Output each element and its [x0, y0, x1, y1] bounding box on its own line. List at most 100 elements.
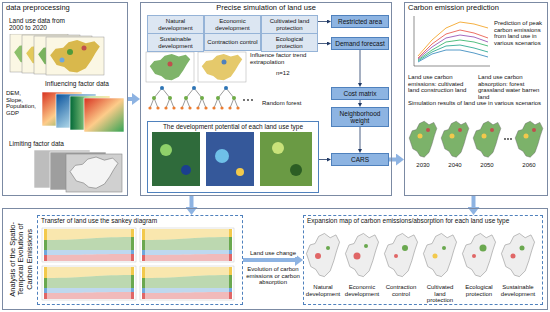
illustration-part [490, 128, 494, 132]
node-text: Economic development [206, 18, 259, 31]
illustration-part [67, 49, 73, 55]
label: Economic development [343, 284, 381, 297]
illustration-part [354, 253, 361, 260]
illustration-part [384, 233, 417, 276]
illustration-part [212, 86, 239, 110]
connector [472, 196, 476, 207]
illustration-part [418, 50, 488, 62]
illustration-part [418, 22, 488, 56]
label: Natural development [304, 284, 342, 297]
illustration-part [150, 54, 190, 80]
label: Contraction control [382, 284, 420, 297]
node-text: Ecological protection [263, 36, 316, 49]
illustration-part [480, 245, 487, 252]
illustration-part [462, 233, 495, 276]
scenario-cell: Economic development [204, 15, 261, 34]
node-text: Land use data from 2000 to 2020 [9, 17, 81, 31]
illustration-part [418, 134, 423, 139]
label: Land use carbon emissions: cultivated la… [408, 74, 474, 94]
scenario-cell: Cultivated land protection [261, 15, 318, 34]
illustration-part [511, 254, 516, 259]
label: 2040 [440, 162, 470, 169]
connector [360, 50, 361, 83]
result-box: The development potential of each land u… [147, 121, 319, 193]
illustration-part [46, 37, 104, 75]
label: Simulation results of land use in variou… [408, 100, 546, 107]
label: Sustainable development [499, 284, 537, 297]
scenario-cell: Natural development [147, 15, 204, 34]
illustration-part [520, 246, 525, 251]
illustration-part [515, 121, 543, 157]
illustration-part [414, 16, 490, 66]
label: 2030 [408, 162, 438, 169]
label: 2060 [514, 162, 544, 169]
illustration-part [426, 128, 430, 132]
panel-heading: Carbon emission prediction [405, 3, 547, 13]
connector [243, 258, 295, 262]
node-text: Demand forecast [335, 40, 385, 47]
illustration-part [202, 54, 242, 80]
illustration-part [364, 244, 368, 248]
illustration-part [501, 233, 534, 276]
illustration-part [198, 52, 246, 82]
illustration-part [418, 45, 488, 61]
process-box: Restricted area [331, 15, 389, 28]
illustration-part [472, 254, 476, 258]
illustration-part [450, 134, 455, 139]
label: 2050 [472, 162, 502, 169]
illustration-part [180, 86, 207, 110]
illustration-part [251, 99, 253, 101]
illustration-part [243, 99, 245, 101]
node-text: Expansion map of carbon emissions/absorp… [307, 217, 539, 224]
connector [128, 97, 132, 101]
illustration-part [260, 132, 312, 186]
illustration-part [482, 134, 487, 139]
connector [319, 159, 327, 160]
illustration-part [222, 60, 227, 65]
data-tag: Limiting factor data [7, 139, 87, 150]
illustration-part [42, 266, 136, 300]
label: Evolution of carbon emissions or carbon … [246, 266, 300, 286]
node-text: Cost matrix [344, 90, 377, 97]
illustration-part [418, 35, 488, 59]
illustration-part [409, 121, 437, 157]
label: n=12 [276, 70, 290, 77]
node-text: Neighborhood weight [334, 110, 386, 124]
node-text: Restricted area [338, 18, 382, 25]
data-tag: Land use data from 2000 to 2020 [7, 16, 83, 34]
label: Cultivated land protection [421, 284, 459, 304]
illustration-part [442, 246, 446, 250]
label: Random forest [262, 100, 301, 107]
illustration-part [140, 228, 234, 262]
illustration-part [315, 253, 321, 259]
node-text: Transfer of land use the sankey diagram [41, 217, 239, 224]
panel-heading: Analysis of the Spatio-Temporal Evolutio… [8, 208, 35, 310]
label: Prediction of peak carbon emissions from… [494, 20, 546, 46]
illustration-part [441, 121, 469, 157]
illustration-part [168, 62, 173, 67]
node-text: Contraction control [207, 39, 257, 46]
illustration-part [70, 157, 118, 188]
illustration-part [473, 121, 501, 157]
process-box: Cost matrix [331, 87, 389, 100]
illustration-part [458, 128, 462, 132]
scenario-cell: Ecological protection [261, 33, 318, 52]
illustration-part [140, 266, 234, 300]
illustration-part [42, 228, 136, 262]
illustration-part [524, 134, 529, 139]
illustration-part [532, 128, 536, 132]
label: Influence factor trend extrapolation [250, 52, 324, 65]
node-text: Limiting factor data [9, 140, 85, 147]
illustration-part [394, 254, 398, 258]
process-box: CARS [331, 153, 389, 166]
illustration-part [215, 149, 229, 163]
illustration-part [272, 142, 284, 154]
node-text: CARS [351, 156, 369, 163]
illustration-part [247, 99, 249, 101]
node-text: The development potential of each land u… [151, 123, 315, 130]
node-text: Sustainable development [149, 36, 202, 49]
illustration-part [50, 40, 100, 72]
edge-label: Land use change [249, 250, 297, 257]
illustration-part [290, 164, 302, 176]
panel-heading: Precise simulation of land use [141, 3, 391, 13]
